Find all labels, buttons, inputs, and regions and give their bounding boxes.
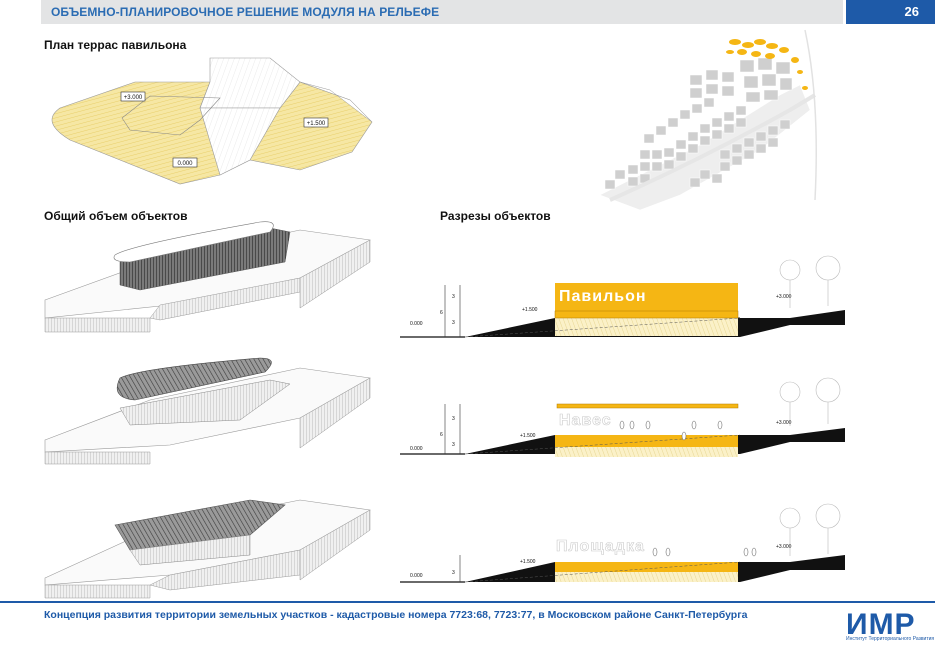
dim-6-a: 6 [440, 310, 443, 316]
dim-3-d: 3 [452, 442, 455, 448]
terrace-plan-label: План террас павильона [44, 38, 187, 52]
logo-subtitle: Институт Территориального Развития [846, 636, 935, 642]
page-title: ОБЪЕМНО-ПЛАНИРОВОЧНОЕ РЕШЕНИЕ МОДУЛЯ НА … [51, 5, 440, 19]
page-number: 26 [904, 4, 919, 19]
page-number-box: 26 [846, 0, 935, 24]
dim-3-b: 3 [452, 320, 455, 326]
imr-logo: ИМР [846, 608, 916, 641]
dim-3-e: 3 [452, 570, 455, 576]
plan-level-upper: +3.000 [124, 95, 143, 101]
logo-mark: ИМР [846, 608, 916, 641]
footer-rule [0, 601, 935, 603]
level-top-3: +3.000 [776, 544, 792, 550]
level-zero-1: 0.000 [410, 321, 423, 327]
level-mid-2: +1.500 [520, 433, 536, 439]
level-top-2: +3.000 [776, 420, 792, 426]
volume-view-canopy [44, 357, 371, 465]
volume-view-pavilion [44, 221, 371, 333]
general-volume-label: Общий объем объектов [44, 209, 188, 223]
sections-label: Разрезы объектов [440, 209, 551, 223]
level-zero-2: 0.000 [410, 446, 423, 452]
dim-3-c: 3 [452, 416, 455, 422]
section-title-canopy: Навес [559, 412, 612, 429]
section-canopy: Навес 3 6 3 0.000 +1.500 +3.000 [400, 377, 845, 457]
level-top-1: +3.000 [776, 294, 792, 300]
section-platform: Площадка 3 0.000 +1.500 +3.000 [400, 503, 845, 583]
level-mid-3: +1.500 [520, 559, 536, 565]
plan-level-lower: 0.000 [177, 161, 193, 167]
level-zero-3: 0.000 [410, 573, 423, 579]
dim-6-b: 6 [440, 432, 443, 438]
dim-3-a: 3 [452, 294, 455, 300]
volume-view-platform [44, 499, 371, 599]
plan-level-middle: +1.500 [307, 121, 326, 127]
footer-caption: Концепция развития территории земельных … [44, 609, 748, 621]
header-bar: ОБЪЕМНО-ПЛАНИРОВОЧНОЕ РЕШЕНИЕ МОДУЛЯ НА … [41, 0, 843, 24]
section-title-pavilion: Павильон [559, 288, 647, 305]
section-pavilion: Павильон 3 6 3 0.000 +1.500 +3.000 [400, 255, 845, 338]
section-title-platform: Площадка [556, 538, 645, 555]
level-mid-1: +1.500 [522, 307, 538, 313]
